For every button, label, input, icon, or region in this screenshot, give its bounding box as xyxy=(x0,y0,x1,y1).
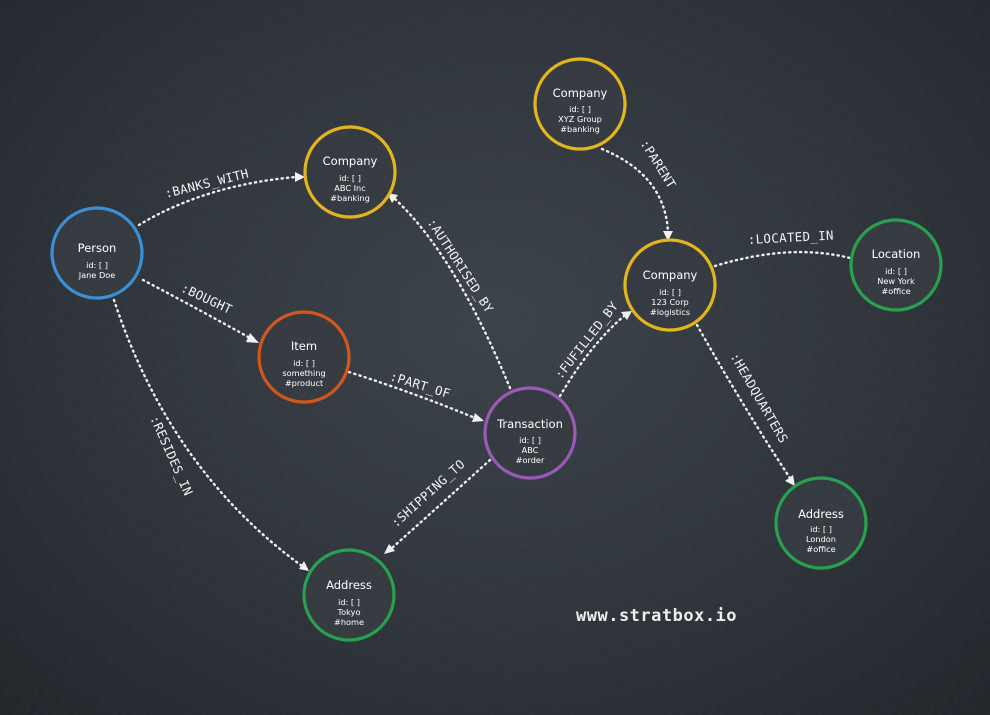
node-location[interactable]: Location id: [ ] New York #office xyxy=(849,218,943,312)
edge-bought: :BOUGHT xyxy=(141,278,259,343)
node-id: id: [ ] xyxy=(810,524,832,534)
node-item[interactable]: Item id: [ ] something #product xyxy=(257,310,351,404)
node-ring xyxy=(483,386,577,480)
node-id: id: [ ] xyxy=(885,266,907,276)
edge-part-of: :PART_OF xyxy=(347,369,484,422)
node-ring xyxy=(50,206,144,300)
node-tag: #office xyxy=(806,544,835,554)
node-tag: #banking xyxy=(560,124,600,134)
node-value: ABC xyxy=(522,445,539,455)
node-value: ABC Inc xyxy=(334,183,366,193)
node-company-xyz[interactable]: Company id: [ ] XYZ Group #banking xyxy=(533,57,627,151)
node-ring xyxy=(623,238,717,332)
edge-label-resides-in: :RESIDES_IN xyxy=(147,413,196,498)
node-value: 123 Corp xyxy=(651,297,689,307)
edge-parent: :PARENT xyxy=(600,137,679,241)
node-company-abc[interactable]: Company id: [ ] ABC Inc #banking xyxy=(303,125,397,219)
node-value: Jane Doe xyxy=(78,270,116,280)
node-value: something xyxy=(282,368,325,378)
node-id: id: [ ] xyxy=(338,597,360,607)
node-title: Address xyxy=(326,578,372,592)
edge-label-parent: :PARENT xyxy=(637,137,679,192)
node-value: XYZ Group xyxy=(558,114,602,124)
edge-headquarters: :HEADQUARTERS xyxy=(695,323,795,486)
edge-label-bought: :BOUGHT xyxy=(179,280,235,317)
node-tag: #banking xyxy=(330,193,370,203)
node-title: Company xyxy=(553,86,608,100)
node-tag: #order xyxy=(516,455,545,465)
node-id: id: [ ] xyxy=(293,358,315,368)
node-id: id: [ ] xyxy=(339,173,361,183)
edge-fulfilled-by: :FUFILLED_BY xyxy=(552,298,632,398)
edge-label-located-in: :LOCATED_IN xyxy=(747,228,834,247)
node-id: id: [ ] xyxy=(659,287,681,297)
node-ring xyxy=(257,310,351,404)
edge-shipping-to: :SHIPPING_TO xyxy=(384,456,492,554)
node-ring xyxy=(774,476,868,570)
node-address-london[interactable]: Address id: [ ] London #office xyxy=(774,476,868,570)
node-title: Company xyxy=(323,154,378,168)
edge-banks-with: :BANKS_WITH xyxy=(137,166,305,227)
edge-label-fulfilled-by: :FUFILLED_BY xyxy=(552,298,622,381)
node-title: Person xyxy=(78,241,117,255)
node-person[interactable]: Person id: [ ] Jane Doe xyxy=(50,206,144,300)
node-company-123[interactable]: Company id: [ ] 123 Corp #logistics xyxy=(623,238,717,332)
edge-label-banks-with: :BANKS_WITH xyxy=(163,166,250,201)
node-ring xyxy=(302,548,396,642)
node-tag: #home xyxy=(334,617,364,627)
node-ring xyxy=(849,218,943,312)
node-transaction[interactable]: Transaction id: [ ] ABC #order xyxy=(483,386,577,480)
node-title: Transaction xyxy=(496,417,563,431)
node-title: Address xyxy=(798,507,844,521)
node-tag: #office xyxy=(881,286,910,296)
edge-authorised-by: :AUTHORISED_BY xyxy=(387,193,512,390)
watermark-text: www.stratbox.io xyxy=(576,606,738,626)
node-id: id: [ ] xyxy=(519,435,541,445)
edge-label-shipping-to: :SHIPPING_TO xyxy=(388,456,468,530)
node-id: id: [ ] xyxy=(86,260,108,270)
node-ring xyxy=(303,125,397,219)
edge-located-in: :LOCATED_IN xyxy=(713,228,852,268)
node-tag: #logistics xyxy=(650,307,690,317)
edge-label-headquarters: :HEADQUARTERS xyxy=(727,350,791,446)
edge-label-authorised-by: :AUTHORISED_BY xyxy=(424,215,496,315)
node-value: London xyxy=(806,534,836,544)
node-id: id: [ ] xyxy=(569,104,591,114)
node-value: Tokyo xyxy=(337,607,361,617)
node-tag: #product xyxy=(285,378,324,388)
node-title: Company xyxy=(643,268,698,282)
node-value: New York xyxy=(877,276,915,286)
node-address-tokyo[interactable]: Address id: [ ] Tokyo #home xyxy=(302,548,396,642)
node-ring xyxy=(533,57,627,151)
node-title: Item xyxy=(291,339,317,353)
node-title: Location xyxy=(872,247,921,261)
